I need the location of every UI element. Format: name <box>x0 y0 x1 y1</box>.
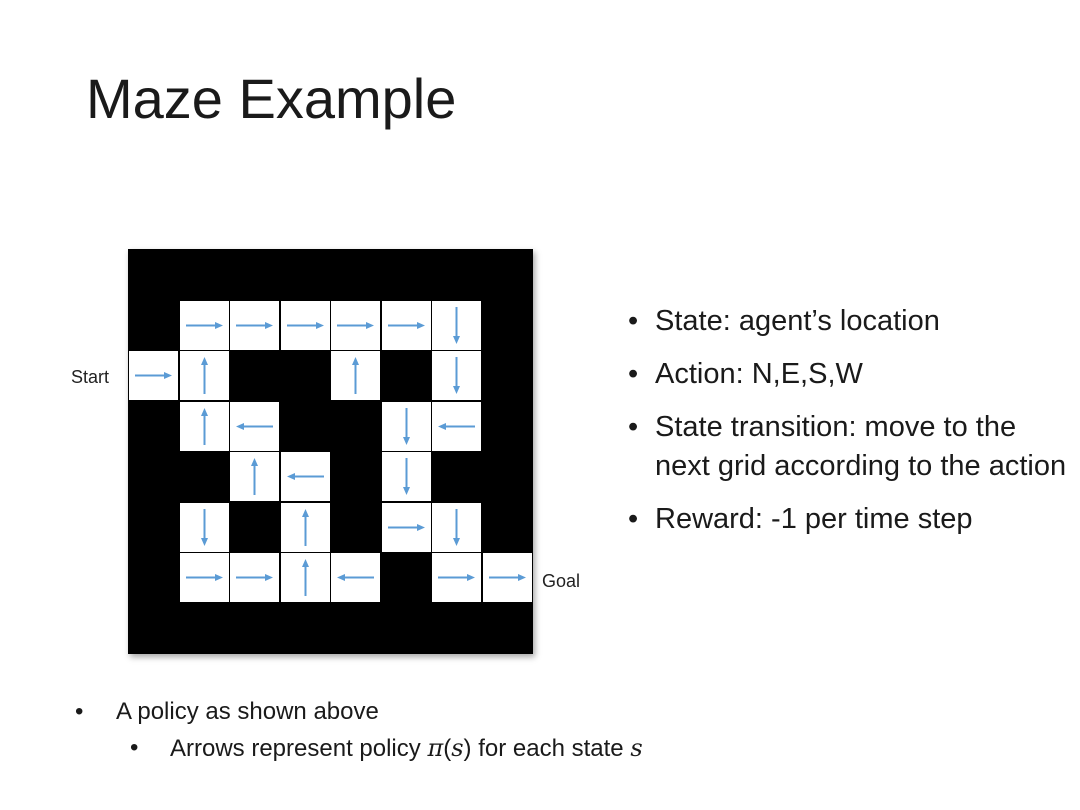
maze-cell <box>331 553 380 602</box>
note-sub-prefix: Arrows represent policy <box>170 735 428 762</box>
arrow-east-icon <box>488 574 526 581</box>
arrow-north-icon <box>352 357 359 394</box>
arrow-east-icon <box>438 574 475 581</box>
maze-cell <box>432 401 481 451</box>
start-label: Start <box>71 367 110 387</box>
arrow-east-icon <box>236 321 273 329</box>
note-paren-close: ) <box>463 735 472 762</box>
slide-title: Maze Example <box>86 67 457 130</box>
arrow-east-icon <box>185 574 223 581</box>
arrow-south-icon <box>453 306 460 344</box>
maze-cell <box>280 300 330 350</box>
arrow-east-icon <box>185 321 223 329</box>
note-paren-open: ( <box>443 735 452 762</box>
arrow-east-icon <box>135 372 172 379</box>
state-symbol-2: s <box>630 734 643 762</box>
arrow-south-icon <box>453 357 460 394</box>
maze-cell <box>179 401 229 451</box>
maze-cell <box>179 351 229 400</box>
arrow-north-icon <box>251 458 258 495</box>
arrow-north-icon <box>301 508 309 546</box>
arrow-east-icon <box>286 321 324 329</box>
maze-cell <box>381 452 431 501</box>
policy-notes: A policy as shown above Arrows represent… <box>72 694 643 767</box>
bullet-reward: Reward: -1 per time step <box>628 500 1068 539</box>
note-main: A policy as shown above <box>72 694 643 730</box>
maze-cell <box>179 553 229 602</box>
maze-grid <box>128 249 533 654</box>
maze-cell <box>280 502 330 552</box>
arrow-south-icon <box>453 508 460 546</box>
arrow-south-icon <box>402 407 410 445</box>
maze-cell <box>129 351 178 400</box>
maze-cell <box>381 401 431 451</box>
maze-cell <box>432 300 481 350</box>
maze-cell <box>230 452 279 501</box>
note-sub-mid: for each state <box>471 735 631 762</box>
note-sub: Arrows represent policy π(s) for each st… <box>72 730 643 767</box>
arrow-east-icon <box>387 523 425 531</box>
bullet-action: Action: N,E,S,W <box>628 355 1068 394</box>
arrow-north-icon <box>200 407 208 445</box>
arrow-north-icon <box>301 559 309 596</box>
maze-cell <box>331 351 380 400</box>
pi-symbol: π <box>427 734 444 762</box>
arrow-west-icon <box>236 422 273 430</box>
maze-cell <box>432 553 481 602</box>
arrow-south-icon <box>200 508 208 546</box>
state-symbol: s <box>451 734 464 762</box>
maze-cell <box>230 553 279 602</box>
arrow-west-icon <box>286 473 324 480</box>
maze-cell <box>280 553 330 602</box>
goal-label: Goal <box>542 571 581 591</box>
maze-cell <box>230 401 279 451</box>
arrow-west-icon <box>337 574 374 581</box>
maze-cell <box>482 553 532 602</box>
bullet-transition: State transition: move to the next grid … <box>628 408 1068 486</box>
arrow-east-icon <box>236 574 273 581</box>
maze-cell <box>331 300 380 350</box>
bullet-state: State: agent’s location <box>628 302 1068 341</box>
maze-cell <box>381 502 431 552</box>
maze-cell <box>280 452 330 501</box>
maze-cell <box>381 300 431 350</box>
maze-cell <box>432 502 481 552</box>
arrow-west-icon <box>438 422 475 430</box>
arrow-south-icon <box>402 458 410 495</box>
bullet-list: State: agent’s location Action: N,E,S,W … <box>628 302 1068 553</box>
maze-cell <box>230 300 279 350</box>
maze-cell <box>432 351 481 400</box>
maze-cell <box>179 502 229 552</box>
arrow-east-icon <box>387 321 425 329</box>
arrow-north-icon <box>200 357 208 394</box>
arrow-east-icon <box>337 321 374 329</box>
maze-cell <box>179 300 229 350</box>
